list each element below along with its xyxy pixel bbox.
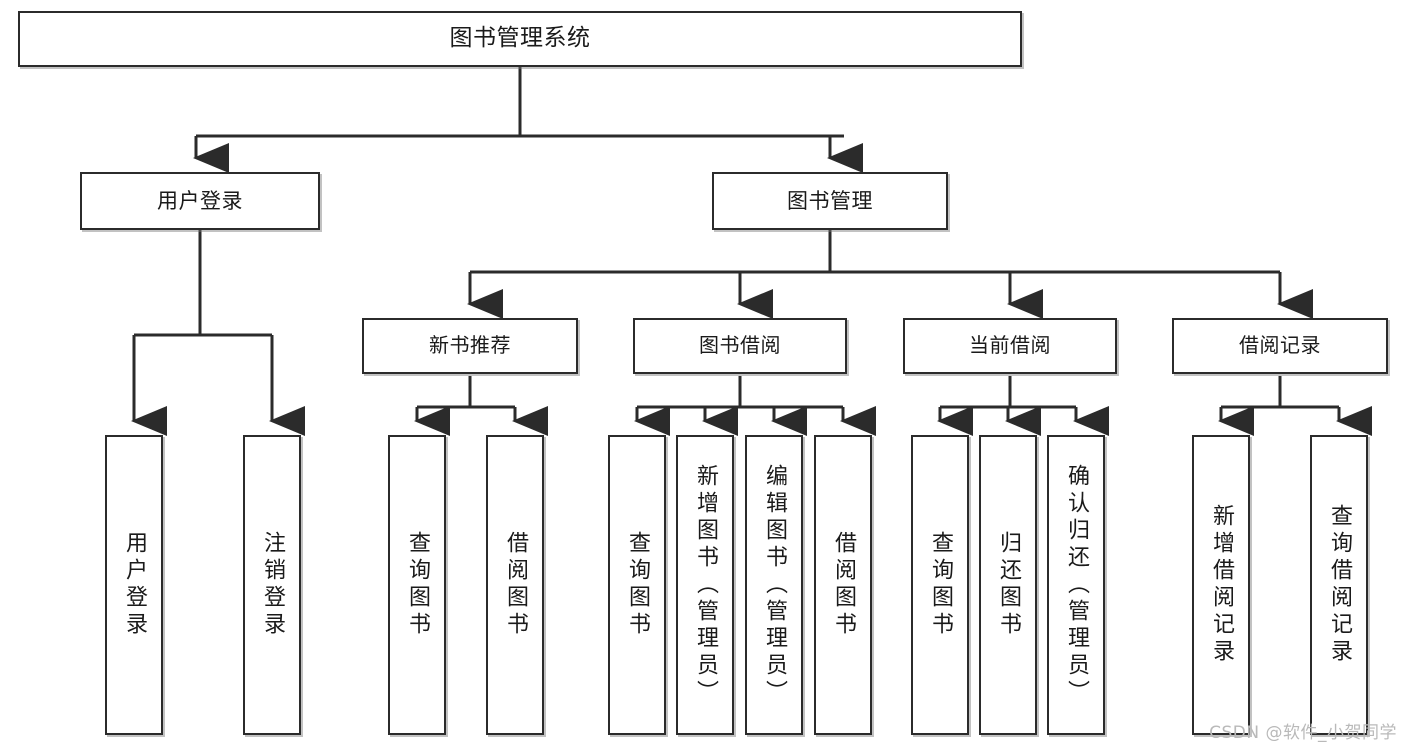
leaf-new-book-1[interactable]: 查询图书	[388, 435, 446, 735]
node-user-login[interactable]: 用户登录	[80, 172, 320, 230]
leaf-label: 新增图书（管理员）	[693, 463, 718, 707]
leaf-label: 确认归还（管理员）	[1064, 463, 1089, 707]
leaf-label: 注销登录	[260, 531, 285, 639]
node-root-label: 图书管理系统	[449, 25, 591, 52]
node-borrow-record-label: 借阅记录	[1239, 333, 1321, 358]
node-book-borrow[interactable]: 图书借阅	[633, 318, 847, 374]
leaf-current-borrow-3[interactable]: 确认归还（管理员）	[1047, 435, 1105, 735]
node-new-book-recommend-label: 新书推荐	[429, 333, 511, 358]
leaf-label: 查询图书	[625, 531, 650, 639]
leaf-book-borrow-2[interactable]: 新增图书（管理员）	[676, 435, 734, 735]
leaf-new-book-2[interactable]: 借阅图书	[486, 435, 544, 735]
leaf-label: 查询图书	[405, 531, 430, 639]
leaf-label: 用户登录	[122, 531, 147, 639]
leaf-label: 查询借阅记录	[1327, 504, 1352, 666]
leaf-label: 查询图书	[928, 531, 953, 639]
node-current-borrow-label: 当前借阅	[969, 333, 1051, 358]
node-new-book-recommend[interactable]: 新书推荐	[362, 318, 578, 374]
node-user-login-label: 用户登录	[157, 188, 243, 213]
leaf-label: 新增借阅记录	[1209, 504, 1234, 666]
leaf-book-borrow-4[interactable]: 借阅图书	[814, 435, 872, 735]
leaf-user-login-1[interactable]: 用户登录	[105, 435, 163, 735]
leaf-borrow-record-1[interactable]: 新增借阅记录	[1192, 435, 1250, 735]
leaf-book-borrow-1[interactable]: 查询图书	[608, 435, 666, 735]
node-borrow-record[interactable]: 借阅记录	[1172, 318, 1388, 374]
leaf-user-login-2[interactable]: 注销登录	[243, 435, 301, 735]
leaf-label: 编辑图书（管理员）	[762, 463, 787, 707]
leaf-label: 借阅图书	[503, 531, 528, 639]
leaf-current-borrow-2[interactable]: 归还图书	[979, 435, 1037, 735]
leaf-label: 归还图书	[996, 531, 1021, 639]
node-book-management[interactable]: 图书管理	[712, 172, 948, 230]
node-book-management-label: 图书管理	[787, 188, 873, 213]
node-book-borrow-label: 图书借阅	[699, 333, 781, 358]
csdn-watermark: CSDN @软件_小贺同学	[1209, 723, 1397, 743]
node-current-borrow[interactable]: 当前借阅	[903, 318, 1117, 374]
leaf-label: 借阅图书	[831, 531, 856, 639]
leaf-current-borrow-1[interactable]: 查询图书	[911, 435, 969, 735]
leaf-borrow-record-2[interactable]: 查询借阅记录	[1310, 435, 1368, 735]
leaf-book-borrow-3[interactable]: 编辑图书（管理员）	[745, 435, 803, 735]
node-root-system[interactable]: 图书管理系统	[18, 11, 1022, 67]
